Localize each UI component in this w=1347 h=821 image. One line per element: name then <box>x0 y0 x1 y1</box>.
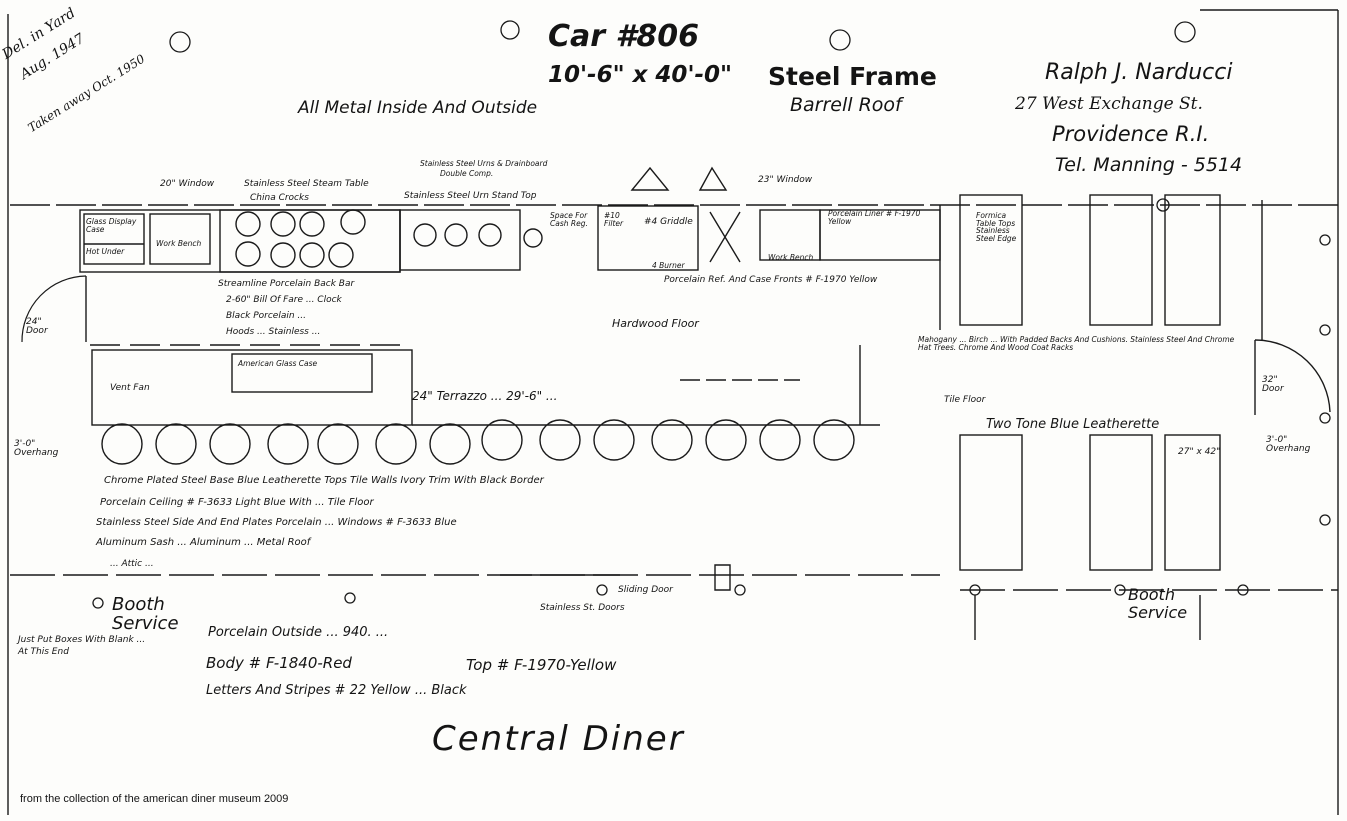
spec-line-5: ... Attic ... <box>110 559 154 569</box>
glass-case2-label: American Glass Case <box>238 359 318 368</box>
diner-name: Central Diner <box>432 719 685 759</box>
filter-label: #10 Filter <box>604 211 624 228</box>
frame-type: Steel Frame <box>768 62 937 91</box>
car-size: 10'-6" x 40'-0" <box>548 62 733 88</box>
hot-under-label: Hot Under <box>86 247 125 256</box>
owner-street: 27 West Exchange St. <box>1015 94 1203 114</box>
work-bench <box>149 213 211 265</box>
right-window-label: 23" Window <box>758 175 813 185</box>
overhang-right-label: 3'-0" Overhang <box>1266 435 1311 454</box>
work-bench-label: Work Bench <box>156 239 202 248</box>
booth-service-right: Booth Service <box>1128 585 1188 622</box>
spec-line-2: Porcelain Ceiling # F-3633 Light Blue Wi… <box>100 497 374 508</box>
top-spec: Top # F-1970-Yellow <box>466 656 617 674</box>
backbar-line-4: Hoods ... Stainless ... <box>226 327 321 337</box>
left-window-label: 20" Window <box>160 179 215 189</box>
just-put-boxes-note: Just Put Boxes With Blank ... At This En… <box>18 635 146 658</box>
burner-label: 4 Burner <box>652 261 685 270</box>
spec-line-3: Stainless Steel Side And End Plates Porc… <box>96 517 457 528</box>
urn-stand <box>399 209 521 271</box>
backbar-line-2: 2-60" Bill Of Fare ... Clock <box>226 295 342 305</box>
mahogany-label: Mahogany ... Birch ... With Padded Backs… <box>918 335 1235 352</box>
stainless-doors-label: Stainless St. Doors <box>540 603 625 613</box>
museum-credit: from the collection of the american dine… <box>20 793 289 805</box>
metal-note: All Metal Inside And Outside <box>298 98 538 118</box>
spec-line-1: Chrome Plated Steel Base Blue Leatherett… <box>104 475 544 486</box>
work-bench2-label: Work Bench <box>768 253 814 262</box>
owner-name: Ralph J. Narducci <box>1045 60 1233 85</box>
china-crocks-label: China Crocks <box>250 193 309 203</box>
cash-space-label: Space For Cash Reg. <box>550 211 588 228</box>
glass-case-label: Glass Display Case <box>86 217 137 234</box>
double-comp-label: Double Comp. <box>440 169 494 178</box>
glass-display-case <box>83 213 145 265</box>
griddle-area <box>597 205 699 271</box>
griddle-label: #4 Griddle <box>644 217 693 227</box>
tabletop-label: Formica Table Tops Stainless Steel Edge <box>976 211 1017 243</box>
backbar-line-3: Black Porcelain ... <box>226 311 306 321</box>
refrig-fronts-label: Porcelain Ref. And Case Fronts # F-1970 … <box>664 275 878 285</box>
spec-line-4: Aluminum Sash ... Aluminum ... Metal Roo… <box>96 537 311 548</box>
right-door-label: 32" Door <box>1262 375 1284 394</box>
urn-drainboard-label: Stainless Steel Urns & Drainboard <box>420 159 548 168</box>
booth-service-left: Booth Service <box>112 594 179 634</box>
porcelain-liner-label: Porcelain Liner # F-1970 Yellow <box>828 209 921 226</box>
letters-spec: Letters And Stripes # 22 Yellow ... Blac… <box>206 683 467 698</box>
roof-note: Barrell Roof <box>790 94 902 116</box>
owner-city: Providence R.I. <box>1052 122 1210 146</box>
tile-floor-label: Tile Floor <box>944 395 986 405</box>
leatherette-label: Two Tone Blue Leatherette <box>986 417 1160 432</box>
backbar-line-1: Streamline Porcelain Back Bar <box>218 279 355 289</box>
body-spec: Body # F-1840-Red <box>206 654 352 672</box>
outside-spec: Porcelain Outside ... 940. ... <box>208 625 389 640</box>
table-size-label: 27" x 42" <box>1178 447 1221 457</box>
overhang-left-label: 3'-0" Overhang <box>14 439 59 458</box>
vent-fan-label: Vent Fan <box>110 383 150 393</box>
hardwood-label: Hardwood Floor <box>612 317 699 330</box>
left-door-label: 24" Door <box>26 317 48 336</box>
counter-label: 24" Terrazzo ... 29'-6" ... <box>412 389 558 403</box>
car-number: Car #806 <box>548 19 699 54</box>
steam-table-label: Stainless Steel Steam Table <box>244 179 369 189</box>
sliding-door-label: Sliding Door <box>618 585 673 595</box>
urn-stand-label: Stainless Steel Urn Stand Top <box>404 191 537 201</box>
steam-table <box>219 209 401 273</box>
owner-tel: Tel. Manning - 5514 <box>1055 154 1243 176</box>
